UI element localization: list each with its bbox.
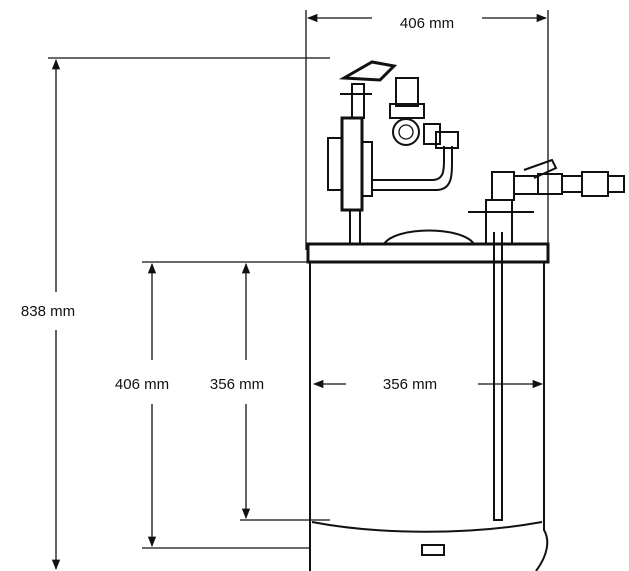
tank-height-label: 406 mm — [115, 376, 169, 393]
dimension-tank-height: 406 mm — [115, 261, 310, 549]
dip-tube — [493, 232, 503, 521]
inner-depth-label: 356 mm — [210, 376, 264, 393]
regulator-assembly — [327, 60, 459, 245]
dimension-inner-depth: 356 mm — [210, 262, 330, 521]
overall-width-label: 406 mm — [400, 15, 454, 32]
overall-height-label: 838 mm — [21, 303, 75, 320]
dimension-overall-height: 838 mm — [21, 57, 330, 571]
outlet-valve-assembly — [468, 158, 625, 245]
tank-body — [306, 229, 550, 571]
dimension-overall-width: 406 mm — [305, 10, 549, 250]
tank-diameter-label: 356 mm — [383, 376, 437, 393]
dimension-tank-diameter: 356 mm — [312, 376, 544, 393]
